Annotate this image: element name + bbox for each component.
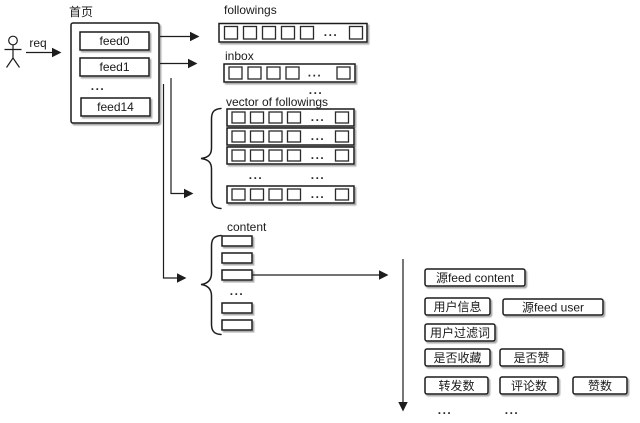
vector-gap-ellipsis: ... [311,168,326,182]
content-brace [200,234,222,336]
arrow-to-content [162,84,187,283]
content-item [221,319,253,331]
vector-brace [200,107,222,210]
feed1-label: feed1 [99,60,129,74]
svg-text:...: ... [311,129,326,143]
followings-label: followings [224,3,277,17]
content-item [221,269,253,281]
content-item [221,252,253,264]
detail-ellipsis: ... [505,403,520,417]
inbox-ellipsis: ... [308,66,323,80]
homepage-ellipsis: ... [91,79,106,93]
svg-text:用户过滤词: 用户过滤词 [430,325,490,340]
homepage-box: feed0 feed1 ... feed14 [70,22,160,124]
vector-row: ... [226,146,355,165]
user-actor-icon [4,35,22,68]
svg-text:用户信息: 用户信息 [433,299,481,314]
detail-box-like-count: 赞数 [572,376,628,395]
inbox-label: inbox [225,49,254,63]
feed-item: feed0 [79,31,150,51]
content-label: content [227,220,267,234]
svg-text:...: ... [311,187,326,201]
arrow-to-vector-of-followings [170,78,194,199]
detail-ellipsis: ... [438,403,453,417]
detail-box-source-feed-content: 源feed content [424,268,526,287]
detail-box-repost-count: 转发数 [424,376,489,395]
svg-text:...: ... [311,148,326,162]
homepage-title: 首页 [69,5,93,19]
followings-ellipsis: ... [324,25,339,39]
detail-box-is-favorited: 是否收藏 [424,348,491,367]
inbox-array: ... [223,63,356,83]
feed-item: feed14 [80,97,151,117]
content-item [221,235,253,247]
feed14-label: feed14 [97,100,134,114]
svg-text:赞数: 赞数 [588,378,612,393]
vector-row: ... [226,127,355,146]
vector-row: ... [226,185,355,204]
svg-text:...: ... [311,110,326,124]
vector-gap-ellipsis: ... [249,168,264,182]
feed0-label: feed0 [99,34,129,48]
vector-of-followings-label: vector of followings [226,95,328,109]
followings-array: ... [218,22,368,43]
feed-item: feed1 [79,57,150,77]
detail-box-user-info: 用户信息 [424,297,491,316]
svg-text:是否赞: 是否赞 [513,351,549,365]
content-item [221,302,253,314]
detail-box-user-filter-words: 用户过滤词 [424,323,496,342]
vector-row: ... [226,108,355,127]
svg-text:源feed user: 源feed user [522,301,584,315]
svg-text:源feed content: 源feed content [436,271,515,285]
between-arrays-ellipsis: ... [309,83,324,97]
svg-text:转发数: 转发数 [438,378,474,393]
svg-text:是否收藏: 是否收藏 [433,351,481,365]
detail-box-is-liked: 是否赞 [499,348,564,367]
content-ellipsis: ... [230,284,245,298]
detail-box-comment-count: 评论数 [499,376,559,395]
detail-box-source-feed-user: 源feed user [502,298,604,316]
svg-text:评论数: 评论数 [511,378,547,393]
request-label: req [29,36,46,50]
